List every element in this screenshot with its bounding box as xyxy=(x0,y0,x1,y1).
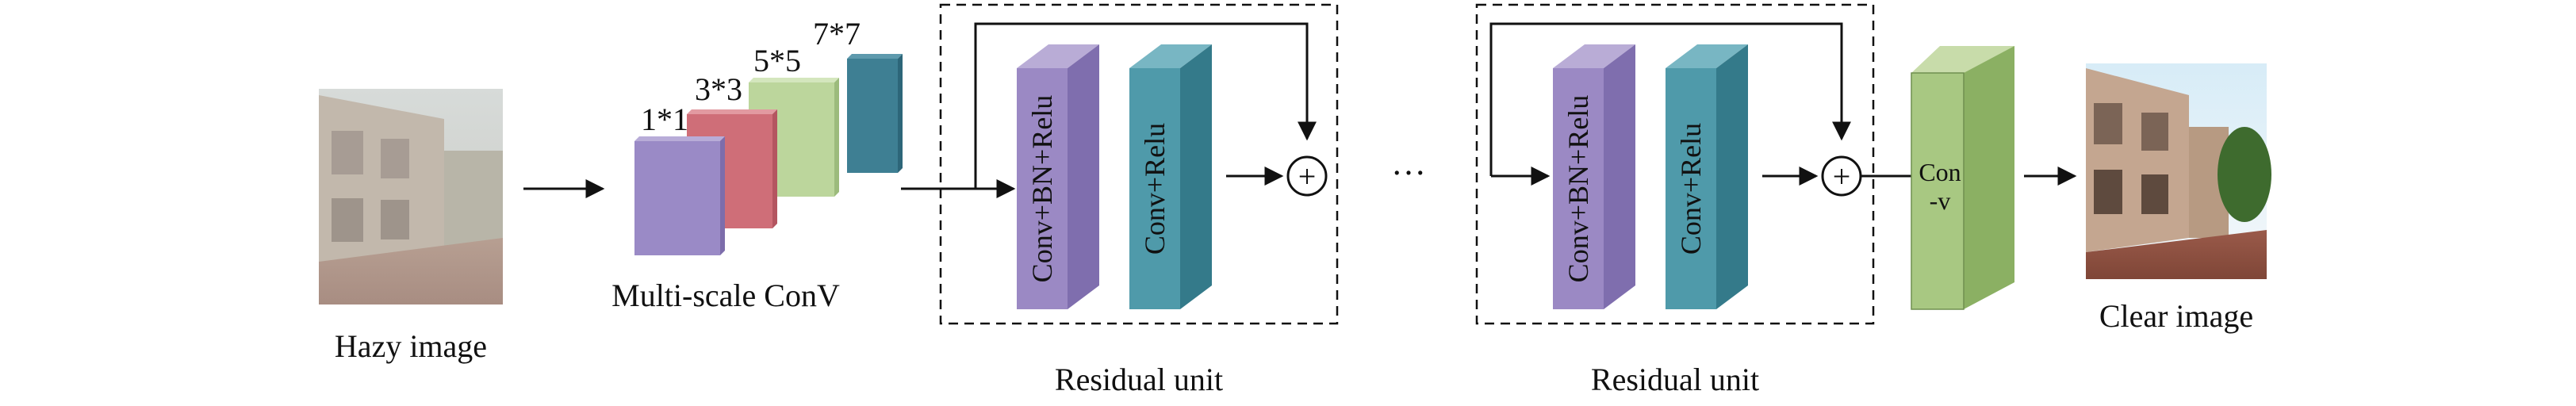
final-conv-label-line1: Con xyxy=(1919,158,1961,186)
residual-unit-2-conv-relu xyxy=(1666,44,1748,309)
ellipsis: … xyxy=(1391,144,1426,182)
residual-unit-1-conv-relu xyxy=(1129,44,1212,309)
residual-unit-1-sum-symbol: + xyxy=(1298,159,1317,194)
residual-unit-1-caption: Residual unit xyxy=(1055,362,1223,397)
residual-unit-1-border xyxy=(939,3,1339,325)
clear-image-caption: Clear image xyxy=(2099,298,2253,334)
multiscale-caption: Multi-scale ConV xyxy=(611,278,840,313)
residual-unit-2-layer2-label: Conv+Relu xyxy=(1675,123,1707,255)
residual-unit-2-caption: Residual unit xyxy=(1591,362,1759,397)
residual-unit-2: + xyxy=(1475,3,1875,325)
kernel-label-5x5: 5*5 xyxy=(753,43,801,79)
hazy-image xyxy=(319,89,503,304)
final-conv-label-line2: -v xyxy=(1930,186,1951,215)
final-conv-block xyxy=(1911,46,2014,310)
residual-unit-2-sum-symbol: + xyxy=(1833,159,1851,194)
residual-unit-1-layer2-label: Conv+Relu xyxy=(1139,123,1171,255)
residual-unit-2-layer1-label: Conv+BN+Relu xyxy=(1562,95,1594,283)
kernel-block-7x7 xyxy=(847,54,903,173)
residual-unit-2-conv-bn-relu xyxy=(1553,44,1635,309)
kernel-block-1x1 xyxy=(634,136,725,255)
kernel-label-7x7: 7*7 xyxy=(813,16,861,52)
residual-unit-1-sum xyxy=(1286,155,1328,197)
residual-unit-1-layer1-label: Conv+BN+Relu xyxy=(1026,95,1058,283)
residual-unit-1: + xyxy=(901,3,1339,325)
clear-image xyxy=(2086,63,2271,279)
multiscale-blocks xyxy=(634,54,903,255)
hazy-image-caption: Hazy image xyxy=(335,328,487,364)
residual-unit-2-border xyxy=(1475,3,1875,325)
residual-unit-1-conv-bn-relu xyxy=(1017,44,1099,309)
kernel-label-3x3: 3*3 xyxy=(695,71,742,107)
kernel-label-1x1: 1*1 xyxy=(641,102,688,137)
